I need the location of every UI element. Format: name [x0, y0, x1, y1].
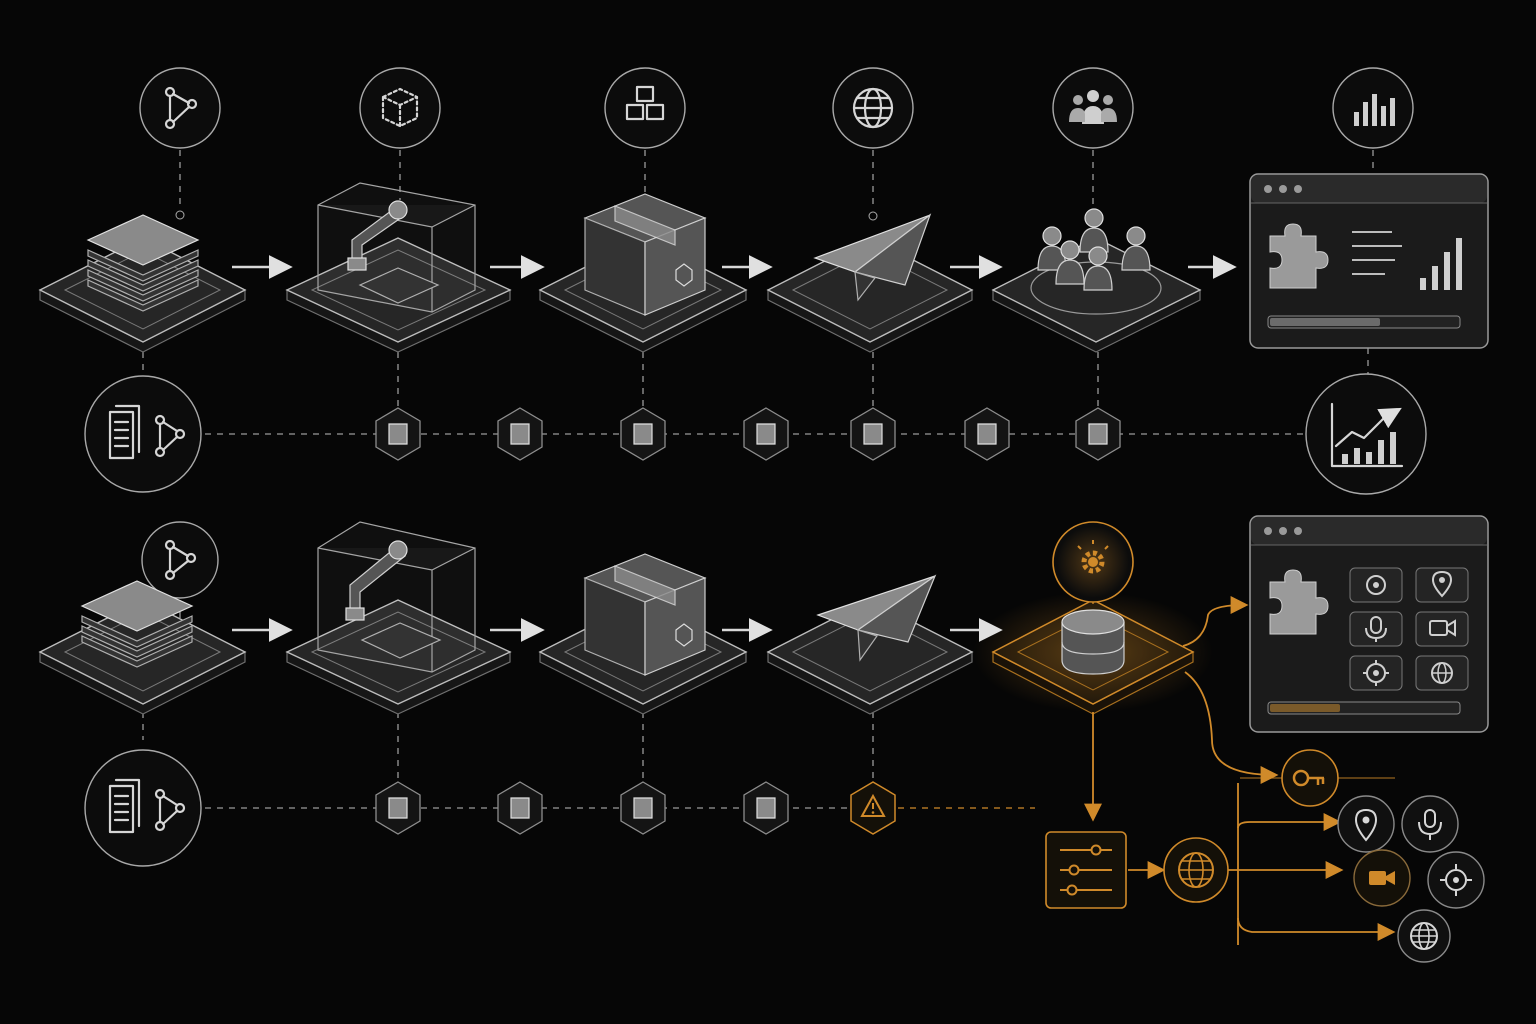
dashboard-window-2 [1249, 515, 1489, 733]
orange-flows [1084, 596, 1396, 945]
paper-plane-stage [766, 574, 974, 715]
users-icon [1052, 67, 1134, 149]
hex-node [743, 407, 789, 461]
puzzle-icon [1269, 223, 1329, 289]
warning-icon [850, 781, 896, 835]
shipping-box-stage [538, 553, 748, 715]
hex-node [497, 407, 543, 461]
hex-node [964, 407, 1010, 461]
bar-chart-icon [1332, 67, 1414, 149]
pawn-figures [1037, 208, 1151, 291]
hex-node [375, 781, 421, 835]
puzzle-icon [1269, 569, 1329, 635]
people-group-stage [991, 208, 1202, 353]
hex-node [1075, 407, 1121, 461]
database-platform-stage [973, 592, 1213, 715]
hex-node [375, 407, 421, 461]
hex-node [743, 781, 789, 835]
gear-icon [1052, 521, 1134, 603]
hex-node [497, 781, 543, 835]
row1-hex-nodes [375, 407, 1121, 461]
database-cylinder [1061, 609, 1125, 675]
video-camera-icon [1353, 849, 1411, 907]
globe-icon [832, 67, 914, 149]
row2-hex-nodes [375, 781, 896, 835]
target-icon [1349, 655, 1403, 691]
output-icons [1281, 749, 1485, 963]
robot-arm-stage [285, 182, 512, 353]
layer-stack-stage [38, 214, 247, 353]
paper-plane-stage [766, 213, 974, 353]
robot-arm-stage [285, 521, 512, 715]
row2-platforms [38, 521, 1213, 715]
sliders-icon [1045, 831, 1127, 909]
compass-icon [1349, 567, 1403, 603]
microphone-icon [1401, 795, 1459, 853]
dashboard-window-1 [1249, 173, 1489, 349]
document-branch-icon [84, 749, 202, 867]
branch-icon [141, 521, 219, 599]
location-pin-icon [1415, 567, 1469, 603]
trend-chart-icon [1305, 373, 1427, 495]
cube-outline-icon [359, 67, 441, 149]
document-branch-icon [84, 375, 202, 493]
globe-icon [1415, 655, 1469, 691]
hex-node [850, 407, 896, 461]
row1-platforms [38, 182, 1202, 353]
video-camera-icon [1415, 611, 1469, 647]
row1-top-icons [139, 67, 1414, 149]
key-icon [1281, 749, 1339, 807]
boxes-icon [604, 67, 686, 149]
row-2 [38, 515, 1489, 963]
microphone-icon [1349, 611, 1403, 647]
location-pin-icon [1337, 795, 1395, 853]
hex-node [620, 781, 666, 835]
layer-stack-stage [38, 580, 247, 715]
row-1 [38, 67, 1489, 495]
hex-node [620, 407, 666, 461]
target-icon [1427, 851, 1485, 909]
shipping-box-stage [538, 193, 748, 353]
layer-stack-object [86, 214, 200, 312]
dashboard-tiles [1349, 567, 1469, 691]
branch-icon [139, 67, 221, 149]
globe-icon [1163, 837, 1229, 903]
globe-icon [1397, 909, 1451, 963]
